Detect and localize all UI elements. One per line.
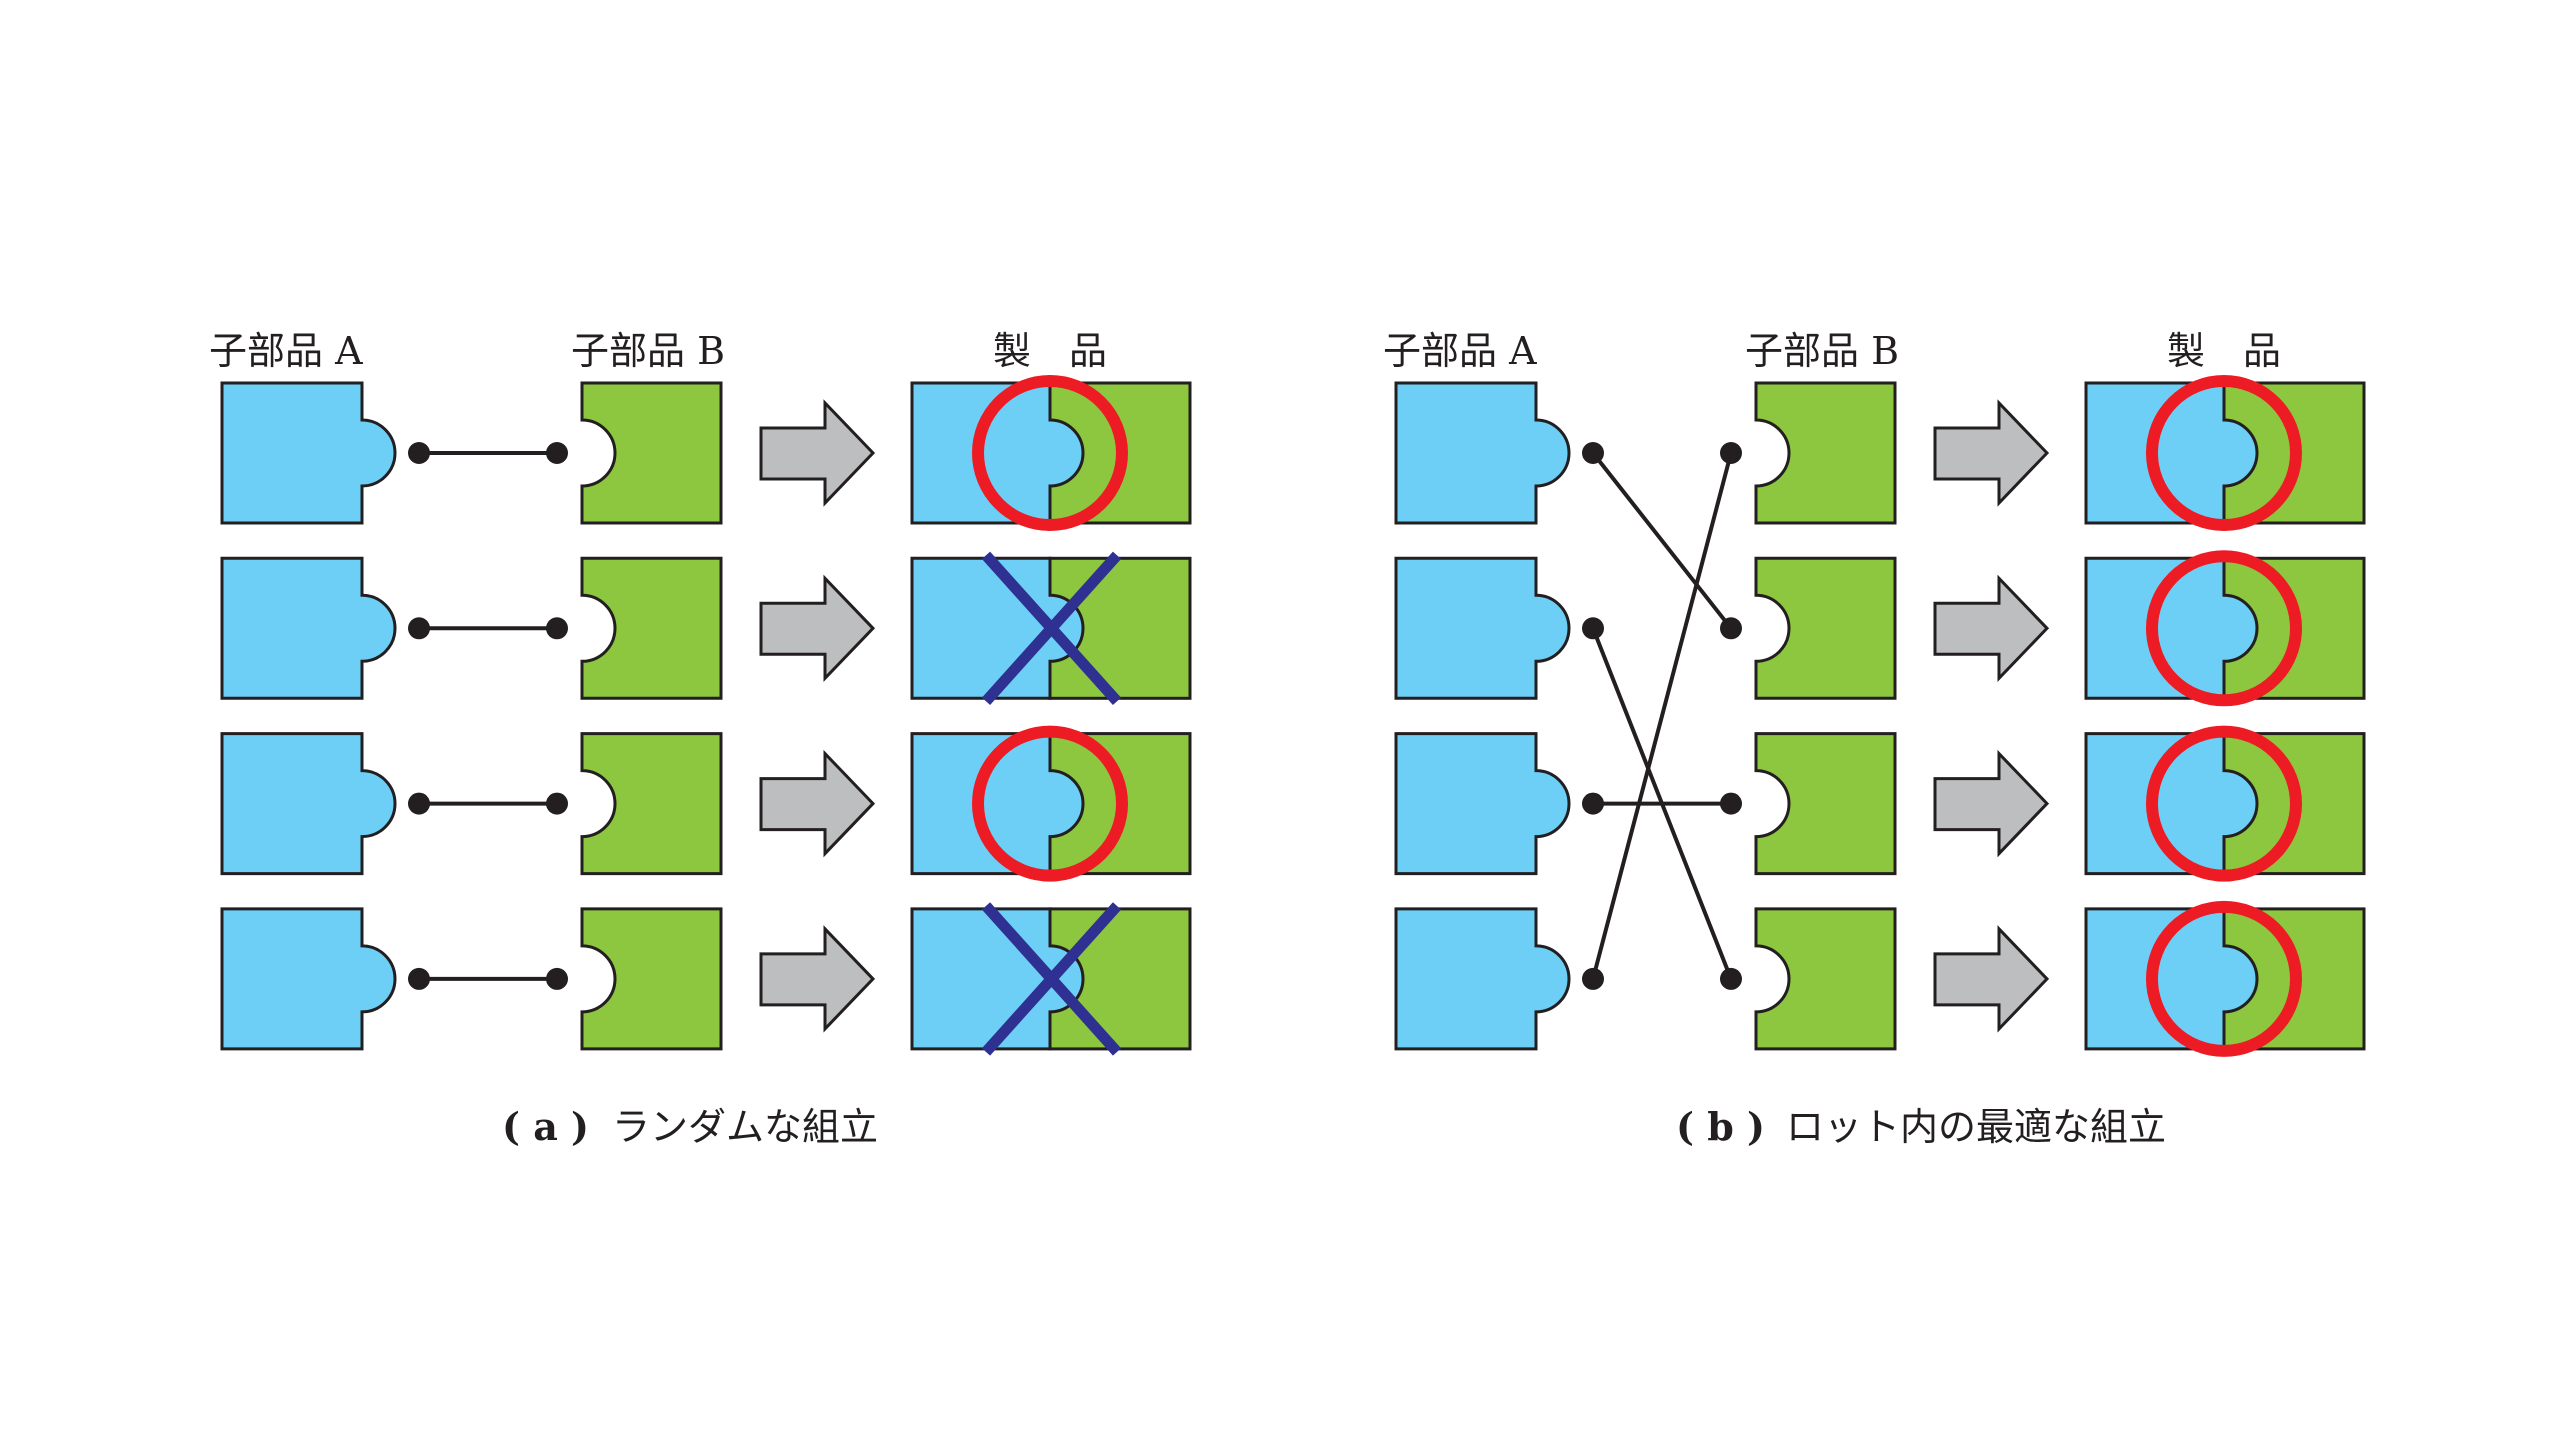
arrow-icon	[1933, 574, 2050, 683]
connections	[1582, 442, 1742, 990]
header-part-b: 子部品 B	[1745, 329, 1899, 373]
part-a-piece	[1394, 907, 1571, 1051]
connector-dot-a	[408, 967, 430, 990]
row	[1394, 725, 2366, 882]
ok-circle-icon	[2146, 900, 2302, 1057]
product-part-a	[2084, 907, 2259, 1051]
row	[220, 902, 1192, 1056]
connector-dot-b	[546, 792, 568, 815]
part-a-piece	[220, 381, 397, 525]
part-b-piece	[580, 907, 723, 1051]
arrow-icon	[1933, 399, 2050, 507]
row	[1394, 900, 2366, 1057]
ng-cross-stroke	[981, 902, 1122, 1056]
header-part-a: 子部品 A	[209, 329, 363, 373]
connector-dot-a	[408, 792, 430, 815]
caption-text: ロット内の最適な組立	[1786, 1105, 2166, 1149]
part-b-piece	[1754, 732, 1897, 876]
connection-line	[1591, 452, 1733, 980]
part-a-piece	[220, 907, 397, 1051]
part-a-piece	[220, 732, 397, 876]
row	[1394, 375, 2366, 531]
header-product: 製 品	[993, 329, 1107, 373]
header-part-b: 子部品 B	[571, 329, 725, 373]
connector-dot-b	[1720, 617, 1742, 640]
part-b-piece	[580, 556, 723, 700]
connector-dot-a	[1582, 617, 1604, 640]
caption-label: ( a )	[502, 1104, 589, 1149]
connector-dot-b	[1720, 967, 1742, 990]
arrow-icon	[759, 574, 876, 683]
panel-a: 子部品 A 子部品 B 製 品 ( a ) ランダムな組立	[209, 329, 1192, 1149]
part-a-piece	[1394, 556, 1571, 700]
part-a-piece	[1394, 381, 1571, 525]
part-b-piece	[580, 732, 723, 876]
panel-b: 子部品 A 子部品 B 製 品 ( b ) ロット内の最適な組立	[1383, 329, 2366, 1149]
arrow-icon	[1933, 749, 2050, 858]
product-part-a	[910, 907, 1085, 1051]
part-a-piece	[220, 556, 397, 700]
connector-dot-b	[546, 442, 568, 464]
ng-cross-stroke	[981, 551, 1122, 705]
product-part-a	[2084, 381, 2259, 525]
ok-circle-icon	[2146, 550, 2302, 707]
row	[220, 725, 1192, 882]
caption-label: ( b )	[1676, 1104, 1765, 1149]
ok-circle-icon	[972, 725, 1128, 882]
header-product: 製 品	[2167, 329, 2281, 373]
connections	[408, 442, 568, 990]
part-b-piece	[1754, 907, 1897, 1051]
connector-dot-a	[408, 442, 430, 464]
part-b-piece	[1754, 556, 1897, 700]
ok-circle-icon	[972, 375, 1128, 531]
row	[220, 551, 1192, 705]
product-part-a	[910, 381, 1085, 525]
arrow-icon	[1933, 925, 2050, 1033]
connector-dot-a	[1582, 792, 1604, 815]
part-b-piece	[1754, 381, 1897, 525]
connector-dot-a	[408, 617, 430, 640]
ok-circle-icon	[2146, 725, 2302, 882]
connector-dot-b	[546, 617, 568, 640]
part-b-piece	[580, 381, 723, 525]
header-part-a: 子部品 A	[1383, 329, 1537, 373]
arrow-icon	[759, 749, 876, 858]
row	[220, 375, 1192, 531]
part-a-piece	[1394, 732, 1571, 876]
arrow-icon	[759, 399, 876, 507]
connector-dot-a	[1582, 967, 1604, 990]
product-part-a	[2084, 556, 2259, 700]
connection-line	[1591, 451, 1733, 630]
product-part-a	[910, 732, 1085, 876]
connector-dot-b	[1720, 792, 1742, 815]
product-part-a	[910, 556, 1085, 700]
row	[1394, 550, 2366, 707]
caption-text: ランダムな組立	[612, 1105, 878, 1149]
connector-dot-b	[1720, 442, 1742, 464]
connector-dot-a	[1582, 442, 1604, 464]
connector-dot-b	[546, 967, 568, 990]
arrow-icon	[759, 925, 876, 1033]
product-part-a	[2084, 732, 2259, 876]
ok-circle-icon	[2146, 375, 2302, 531]
